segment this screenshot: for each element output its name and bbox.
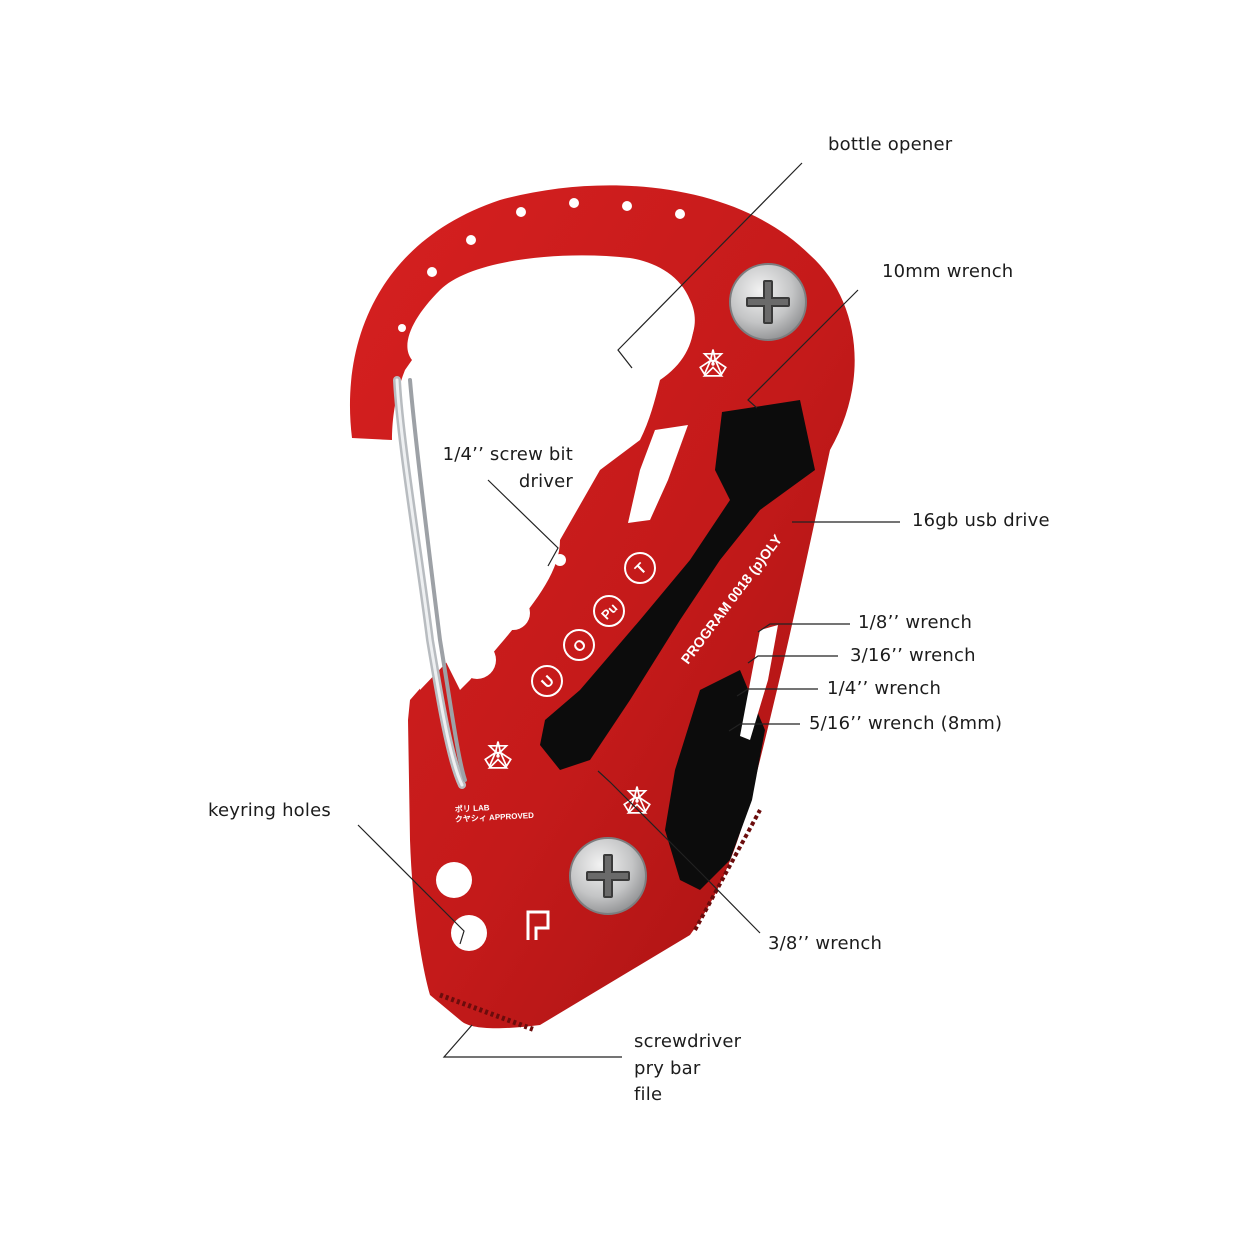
lab-engraving-line1: ポリ LAB: [455, 802, 490, 814]
label-5-16-wrench: 5/16’’ wrench (8mm): [809, 713, 1003, 734]
label-screw-bit-driver-line2: driver: [518, 471, 573, 492]
label-3-8-wrench: 3/8’’ wrench: [768, 933, 883, 954]
label-screw-bit-driver-line1: 1/4’’ screw bit: [442, 444, 573, 465]
label-1-4-wrench: 1/4’’ wrench: [827, 678, 942, 699]
label-bottle-opener: bottle opener: [828, 134, 953, 155]
label-pry-bar: pry bar: [634, 1058, 701, 1079]
phillips-screw-icon: [569, 837, 647, 915]
label-10mm-wrench: 10mm wrench: [882, 261, 1014, 282]
lower-wrench-cutout: [665, 670, 765, 890]
wrench-slot-1: [740, 625, 778, 740]
label-usb-drive: 16gb usb drive: [912, 510, 1050, 531]
label-keyring-holes: keyring holes: [208, 800, 331, 821]
lab-engraving-line2: クヤシィ APPROVED: [455, 810, 535, 824]
bottle-opener-slot: [628, 425, 688, 523]
arc-holes: [398, 198, 685, 332]
usb-drive-cutout: [540, 400, 815, 770]
leader-lines: [357, 162, 900, 1058]
label-3-16-wrench: 3/16’’ wrench: [850, 645, 976, 666]
file-edge: [439, 992, 536, 1033]
label-screwdriver: screwdriver: [634, 1031, 742, 1052]
gate-opening: [410, 272, 695, 690]
brand-p-logo-icon: [526, 910, 550, 940]
phillips-screw-icon: [729, 263, 807, 341]
label-1-8-wrench: 1/8’’ wrench: [858, 612, 973, 633]
label-file: file: [634, 1084, 663, 1105]
